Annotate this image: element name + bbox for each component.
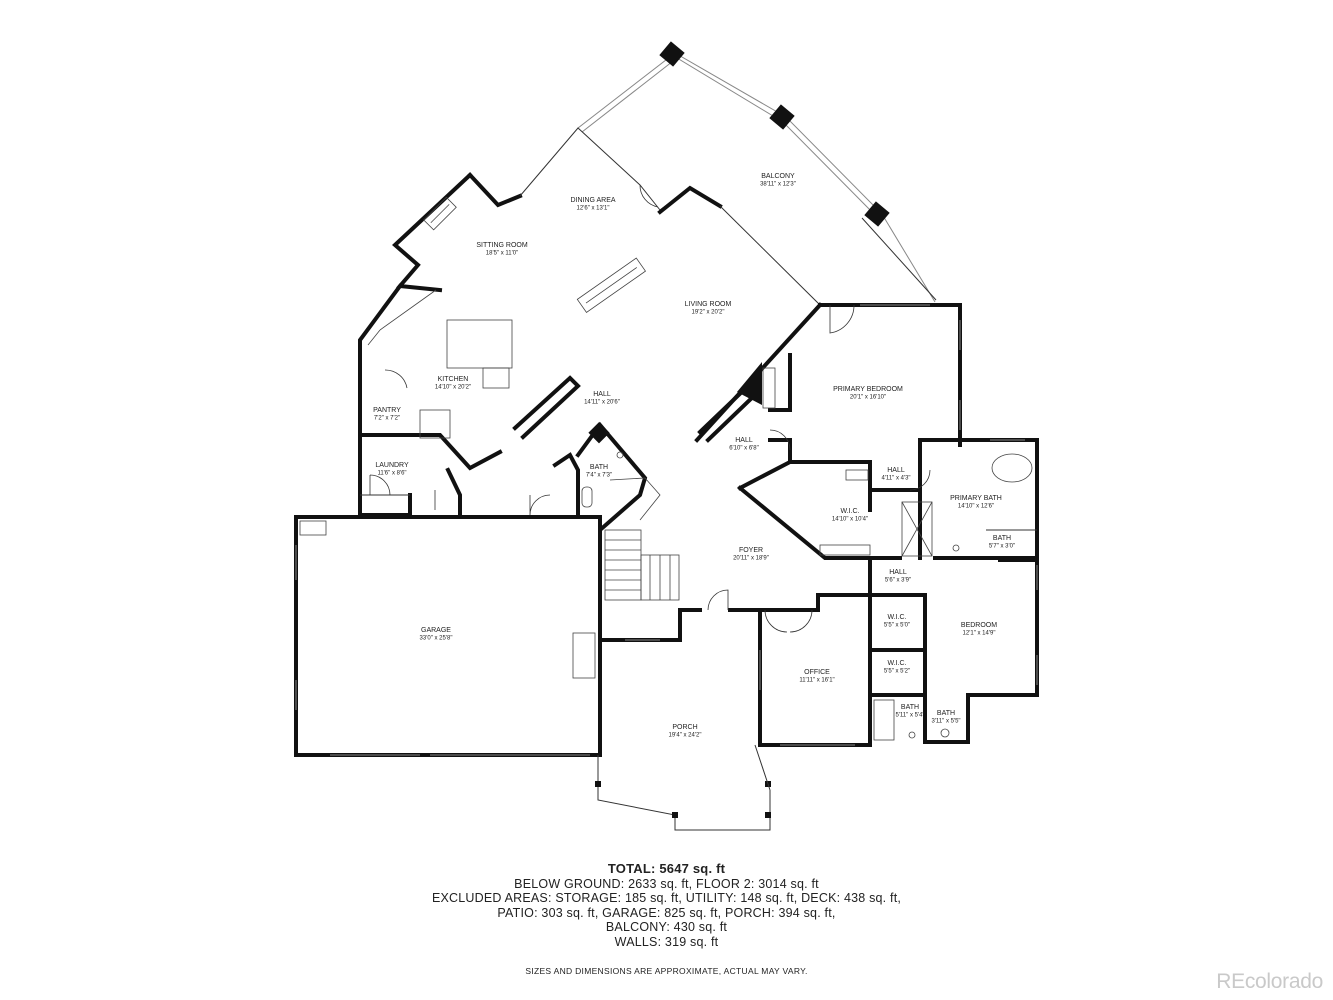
total-area: TOTAL: 5647 sq. ft bbox=[607, 861, 726, 876]
room-dimensions: 14'11" x 20'6" bbox=[584, 400, 620, 406]
room-dimensions: 7'2" x 7'2" bbox=[374, 416, 400, 422]
room-name: BEDROOM bbox=[961, 622, 997, 629]
room-name: BATH bbox=[590, 464, 608, 471]
room-name: PRIMARY BEDROOM bbox=[833, 386, 903, 393]
room-dimensions: 19'4" x 24'2" bbox=[669, 733, 702, 739]
fireplace bbox=[737, 362, 762, 405]
room-name: PRIMARY BATH bbox=[950, 495, 1002, 502]
room-name: HALL bbox=[735, 437, 753, 444]
room-dimensions: 14'10" x 12'6" bbox=[958, 504, 994, 510]
room-dimensions: 33'0" x 25'8" bbox=[420, 636, 453, 642]
room-name: PORCH bbox=[672, 724, 697, 731]
room-name: HALL bbox=[887, 467, 905, 474]
room-dimensions: 20'11" x 18'9" bbox=[733, 556, 769, 562]
balcony-post bbox=[864, 201, 890, 227]
fireplace bbox=[576, 257, 647, 314]
area-summary: TOTAL: 5647 sq. ft BELOW GROUND: 2633 sq… bbox=[0, 861, 1333, 950]
room-labels: BALCONY 38'11" x 12'3" DINING AREA 12'6" x … bbox=[373, 173, 1015, 739]
balcony-outline bbox=[577, 41, 937, 303]
column bbox=[588, 422, 610, 444]
room-name: BATH bbox=[901, 704, 919, 711]
room-name: LIVING ROOM bbox=[685, 301, 732, 308]
room-dimensions: 19'2" x 20'2" bbox=[692, 310, 725, 316]
balcony-post bbox=[659, 41, 685, 67]
room-name: W.I.C. bbox=[887, 660, 906, 667]
kitchen-range bbox=[419, 409, 451, 439]
room-dimensions: 3'11" x 5'5" bbox=[931, 719, 960, 725]
room-name: BALCONY bbox=[761, 173, 795, 180]
fixtures bbox=[295, 184, 1038, 831]
room-dimensions: 5'5" x 5'0" bbox=[884, 623, 910, 629]
balcony-post bbox=[769, 104, 795, 130]
room-name: PANTRY bbox=[373, 407, 401, 414]
area-line: BALCONY: 430 sq. ft bbox=[605, 920, 728, 935]
bathtub bbox=[873, 699, 895, 741]
room-dimensions: 18'5" x 11'0" bbox=[486, 251, 518, 257]
area-line: BELOW GROUND: 2633 sq. ft, FLOOR 2: 3014… bbox=[514, 876, 819, 891]
room-name: OFFICE bbox=[804, 669, 830, 676]
room-dimensions: 11'6" x 8'6" bbox=[377, 471, 406, 477]
brand-watermark: REcolorado bbox=[1216, 970, 1323, 993]
fireplace bbox=[423, 196, 457, 231]
room-dimensions: 5'11" x 5'4" bbox=[895, 713, 924, 719]
room-dimensions: 11'11" x 16'1" bbox=[799, 678, 834, 684]
room-name: FOYER bbox=[739, 547, 763, 554]
room-dimensions: 5'5" x 5'2" bbox=[884, 669, 910, 675]
interior-walls bbox=[358, 353, 1039, 697]
room-name: HALL bbox=[593, 391, 611, 398]
room-name: SITTING ROOM bbox=[476, 242, 528, 249]
disclaimer: SIZES AND DIMENSIONS ARE APPROXIMATE, AC… bbox=[525, 966, 808, 976]
room-dimensions: 20'1" x 16'10" bbox=[850, 395, 886, 401]
room-name: W.I.C. bbox=[840, 508, 859, 515]
stairs bbox=[604, 477, 680, 601]
room-name: BATH bbox=[993, 535, 1011, 542]
room-dimensions: 12'6" x 13'1" bbox=[577, 206, 610, 212]
garage-storage bbox=[572, 632, 596, 679]
area-line: PATIO: 303 sq. ft, GARAGE: 825 sq. ft, P… bbox=[497, 905, 836, 920]
room-dimensions: 4'11" x 4'3" bbox=[881, 476, 910, 482]
room-dimensions: 5'7" x 3'0" bbox=[989, 544, 1015, 550]
kitchen-sink bbox=[482, 367, 510, 389]
room-dimensions: 38'11" x 12'3" bbox=[760, 182, 796, 188]
room-name: BATH bbox=[937, 710, 955, 717]
room-name: HALL bbox=[889, 569, 907, 576]
area-line: WALLS: 319 sq. ft bbox=[614, 934, 719, 949]
kitchen-island bbox=[446, 319, 513, 369]
area-line: EXCLUDED AREAS: STORAGE: 185 sq. ft, UTI… bbox=[431, 891, 902, 906]
room-name: LAUNDRY bbox=[375, 462, 409, 469]
room-dimensions: 14'10" x 20'2" bbox=[435, 385, 471, 391]
shower bbox=[901, 501, 933, 557]
floor-plan: BALCONY 38'11" x 12'3" DINING AREA 12'6" x … bbox=[294, 41, 1039, 831]
room-name: GARAGE bbox=[421, 627, 451, 634]
room-name: W.I.C. bbox=[887, 614, 906, 621]
room-name: DINING AREA bbox=[570, 197, 615, 204]
room-dimensions: 5'6" x 3'9" bbox=[885, 578, 911, 584]
room-dimensions: 6'10" x 6'8" bbox=[729, 446, 759, 452]
bathtub bbox=[991, 453, 1033, 483]
room-dimensions: 7'4" x 7'3" bbox=[586, 473, 612, 479]
room-dimensions: 12'1" x 14'9" bbox=[963, 631, 996, 637]
room-name: KITCHEN bbox=[438, 376, 469, 383]
room-dimensions: 14'10" x 10'4" bbox=[832, 517, 868, 523]
